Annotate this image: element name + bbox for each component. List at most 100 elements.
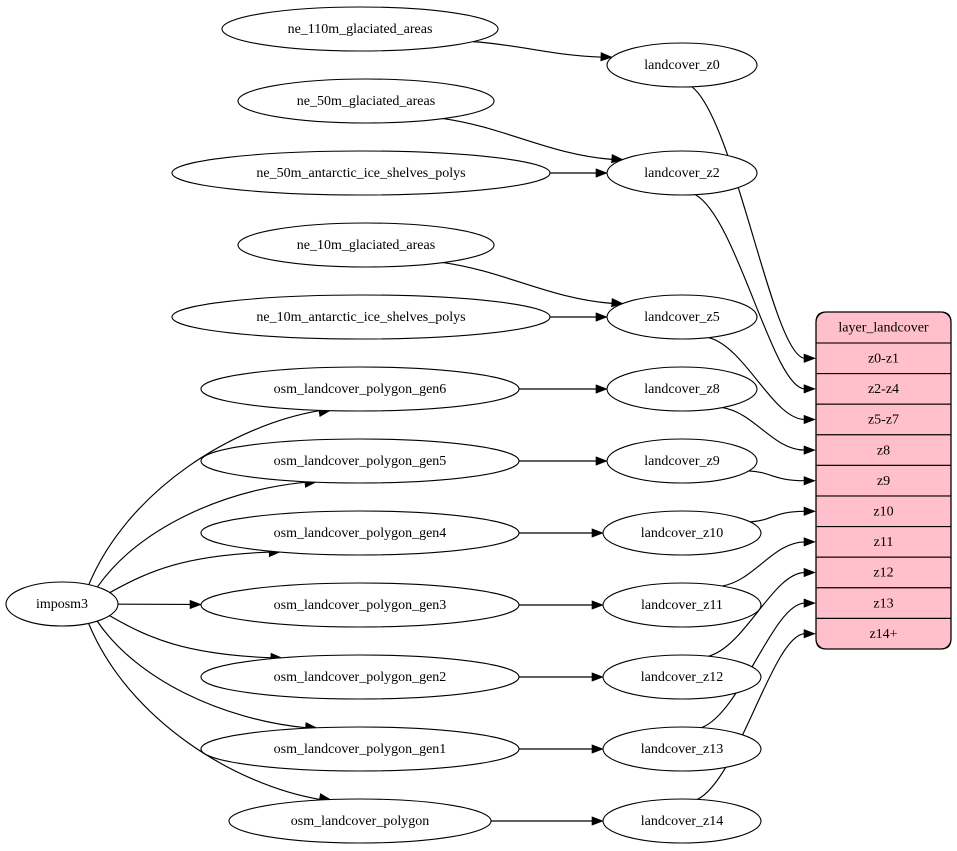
record-row-label: z2-z4 — [868, 382, 899, 397]
graph-node-ne_110m_glaciated_areas[interactable]: ne_110m_glaciated_areas — [221, 6, 499, 52]
edge-arrowhead — [595, 312, 608, 322]
node-label: ne_10m_antarctic_ice_shelves_polys — [256, 310, 465, 325]
nodes-layer: imposm3 ne_110m_glaciated_areas ne_50m_gla… — [5, 6, 762, 844]
node-shape — [602, 654, 762, 700]
node-label: ne_50m_antarctic_ice_shelves_polys — [256, 166, 465, 181]
graph-edge-osm_landcover_polygon_gen4-to-landcover_z10 — [519, 528, 604, 538]
edge-arrowhead — [189, 599, 202, 610]
graph-node-osm_landcover_polygon[interactable]: osm_landcover_polygon — [228, 798, 492, 844]
graph-node-landcover_z2[interactable]: landcover_z2 — [606, 150, 758, 196]
graph-edge-landcover_z2-to-layer_landcover_z2-z4 — [695, 194, 816, 394]
graph-node-ne_50m_glaciated_areas[interactable]: ne_50m_glaciated_areas — [237, 78, 495, 124]
graph-node-landcover_z0[interactable]: landcover_z0 — [606, 42, 758, 88]
graph-node-ne_10m_antarctic_ice_shelves_polys[interactable]: ne_10m_antarctic_ice_shelves_polys — [171, 294, 551, 340]
graph-edge-landcover_z5-to-layer_landcover_z5-z7 — [708, 337, 816, 425]
record-row-cell[interactable] — [815, 373, 952, 405]
node-label: ne_10m_glaciated_areas — [297, 238, 435, 253]
edge-arrowhead — [803, 476, 816, 486]
edge-line — [722, 406, 806, 451]
graph-node-osm_landcover_polygon_gen2[interactable]: osm_landcover_polygon_gen2 — [200, 654, 520, 700]
node-label: landcover_z10 — [641, 526, 723, 541]
record-row-cell[interactable] — [815, 556, 952, 589]
record-row-label: z10 — [873, 505, 893, 520]
node-shape — [602, 510, 762, 556]
graph-edge-ne_10m_antarctic_ice_shelves_polys-to-landcover_z5 — [550, 312, 608, 322]
record-row-cell[interactable] — [815, 342, 952, 375]
node-label: osm_landcover_polygon_gen2 — [274, 670, 447, 685]
graph-edge-imposm3-to-osm_landcover_polygon — [88, 623, 332, 803]
graph-edge-osm_landcover_polygon_gen5-to-landcover_z9 — [519, 456, 608, 466]
graph-node-osm_landcover_polygon_gen6[interactable]: osm_landcover_polygon_gen6 — [200, 366, 520, 412]
graph-node-landcover_z5[interactable]: landcover_z5 — [606, 294, 758, 340]
node-label: osm_landcover_polygon_gen1 — [274, 742, 447, 757]
node-label: landcover_z0 — [644, 58, 719, 73]
graph-node-landcover_z13[interactable]: landcover_z13 — [602, 726, 762, 772]
graph-edge-ne_50m_antarctic_ice_shelves_polys-to-landcover_z2 — [550, 168, 608, 178]
node-label: landcover_z9 — [644, 454, 719, 469]
edge-arrowhead — [591, 672, 604, 682]
edge-arrowhead — [803, 598, 816, 608]
record-row-label: z0-z1 — [868, 352, 899, 367]
edge-arrowhead — [803, 629, 816, 639]
graph-edge-landcover_z10-to-layer_landcover_z10 — [750, 506, 816, 523]
node-shape — [237, 78, 495, 124]
edge-line — [88, 410, 321, 585]
node-label: landcover_z12 — [641, 670, 723, 685]
node-label: landcover_z14 — [641, 814, 723, 829]
node-label: landcover_z13 — [641, 742, 723, 757]
graph-node-landcover_z9[interactable]: landcover_z9 — [606, 438, 758, 484]
graph-edge-landcover_z9-to-layer_landcover_z9 — [748, 470, 816, 486]
graph-node-osm_landcover_polygon_gen5[interactable]: osm_landcover_polygon_gen5 — [200, 438, 520, 484]
node-shape — [606, 42, 758, 88]
graph-node-osm_landcover_polygon_gen3[interactable]: osm_landcover_polygon_gen3 — [200, 582, 520, 628]
node-shape — [200, 510, 520, 556]
node-shape — [221, 6, 499, 52]
graph-node-ne_10m_glaciated_areas[interactable]: ne_10m_glaciated_areas — [237, 222, 495, 268]
edge-line — [701, 602, 806, 729]
record-row-cell[interactable] — [815, 526, 952, 558]
edge-line — [750, 510, 806, 523]
graph-node-osm_landcover_polygon_gen4[interactable]: osm_landcover_polygon_gen4 — [200, 510, 520, 556]
node-label: imposm3 — [36, 597, 88, 612]
graph-node-imposm3[interactable]: imposm3 — [5, 581, 119, 627]
graph-edge-landcover_z14-to-layer_landcover_z14_ — [697, 629, 816, 800]
node-label: landcover_z11 — [641, 598, 723, 613]
graph-edge-osm_landcover_polygon_gen2-to-landcover_z12 — [519, 672, 604, 682]
edge-arrowhead — [591, 600, 604, 610]
edge-line — [708, 337, 806, 421]
record-row-cell[interactable] — [815, 403, 952, 436]
node-label: osm_landcover_polygon_gen5 — [274, 454, 447, 469]
record-node-layer-landcover[interactable]: layer_landcoverz0-z1z2-z4z5-z7z8z9z10z11… — [815, 311, 952, 650]
node-shape — [200, 654, 520, 700]
edge-line — [697, 633, 806, 800]
graph-edge-imposm3-to-osm_landcover_polygon_gen3 — [117, 599, 202, 610]
record-row-label: z9 — [877, 474, 890, 489]
node-shape — [602, 726, 762, 772]
graph-node-landcover_z8[interactable]: landcover_z8 — [606, 366, 758, 412]
edge-line — [443, 117, 613, 161]
graph-edge-osm_landcover_polygon_gen6-to-landcover_z8 — [519, 384, 608, 394]
edge-arrowhead — [591, 744, 604, 754]
node-label: ne_110m_glaciated_areas — [288, 22, 433, 37]
edge-arrowhead — [591, 816, 604, 826]
node-shape — [171, 294, 551, 340]
node-label: landcover_z5 — [644, 310, 719, 325]
graph-node-landcover_z14[interactable]: landcover_z14 — [602, 798, 762, 844]
graph-edge-imposm3-to-osm_landcover_polygon_gen4 — [109, 547, 281, 594]
graph-node-osm_landcover_polygon_gen1[interactable]: osm_landcover_polygon_gen1 — [200, 726, 520, 772]
node-shape — [606, 438, 758, 484]
graph-node-landcover_z12[interactable]: landcover_z12 — [602, 654, 762, 700]
graph-edge-landcover_z8-to-layer_landcover_z8 — [722, 406, 816, 455]
record-row-label: z5-z7 — [868, 413, 899, 428]
edge-arrowhead — [600, 52, 613, 62]
edge-line — [109, 551, 271, 594]
graph-edge-osm_landcover_polygon_gen3-to-landcover_z11 — [519, 600, 604, 610]
graph-node-landcover_z11[interactable]: landcover_z11 — [602, 582, 762, 628]
graph-node-landcover_z10[interactable]: landcover_z10 — [602, 510, 762, 556]
graph-edge-landcover_z0-to-layer_landcover_z0-z1 — [691, 86, 816, 363]
graph-edge-landcover_z11-to-layer_landcover_z11 — [721, 537, 816, 587]
graph-edge-ne_10m_glaciated_areas-to-landcover_z5 — [443, 261, 624, 308]
record-row-label: z13 — [873, 596, 893, 611]
graph-node-ne_50m_antarctic_ice_shelves_polys[interactable]: ne_50m_antarctic_ice_shelves_polys — [171, 150, 551, 196]
edge-arrowhead — [803, 414, 816, 425]
